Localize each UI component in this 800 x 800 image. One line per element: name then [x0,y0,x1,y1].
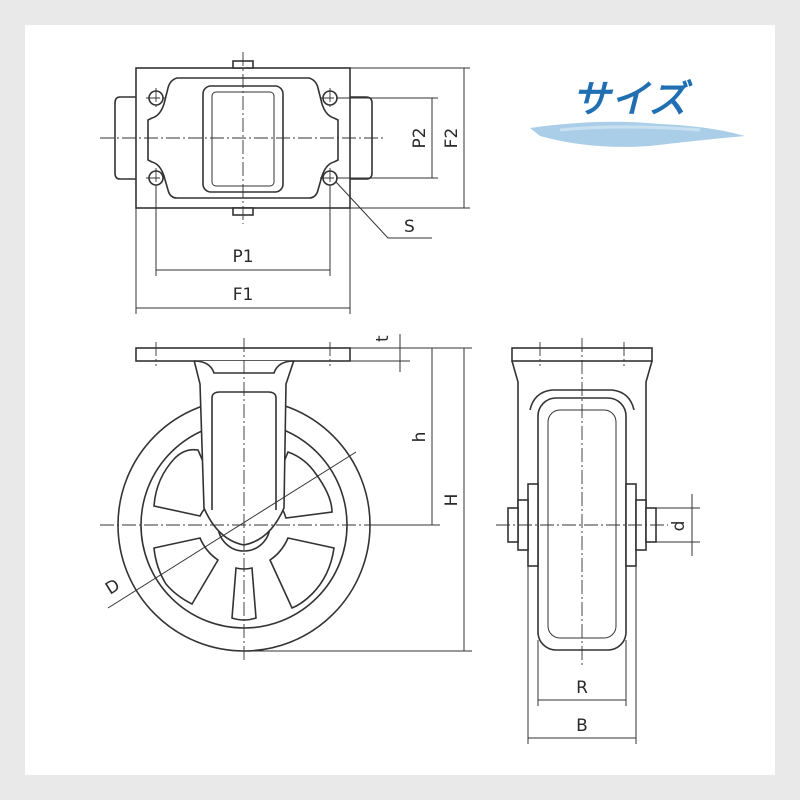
side-view-dimensions: d R B [527,494,700,744]
front-view-dimensions: t h H [244,334,472,652]
size-title: サイズ [572,77,688,121]
dim-label-r: R [576,678,588,698]
dim-label-h-big: H [442,494,462,507]
top-view-dimensions: P1 F1 P2 F2 S [135,67,470,314]
front-view: D [100,338,390,660]
dim-label-s: S [404,217,415,237]
top-view [100,52,385,224]
dim-label-b: B [576,716,588,736]
side-view [496,338,668,668]
dim-label-p2: P2 [410,127,430,148]
dim-label-p1: P1 [232,247,253,267]
dim-label-d-small: d [669,521,689,532]
dim-label-d-big: D [102,575,124,599]
dim-label-t: t [373,335,393,342]
dim-label-h-small: h [410,432,430,443]
title-brush-stroke [530,121,745,147]
dim-label-f2: F2 [442,128,462,149]
dim-label-f1: F1 [233,285,254,305]
